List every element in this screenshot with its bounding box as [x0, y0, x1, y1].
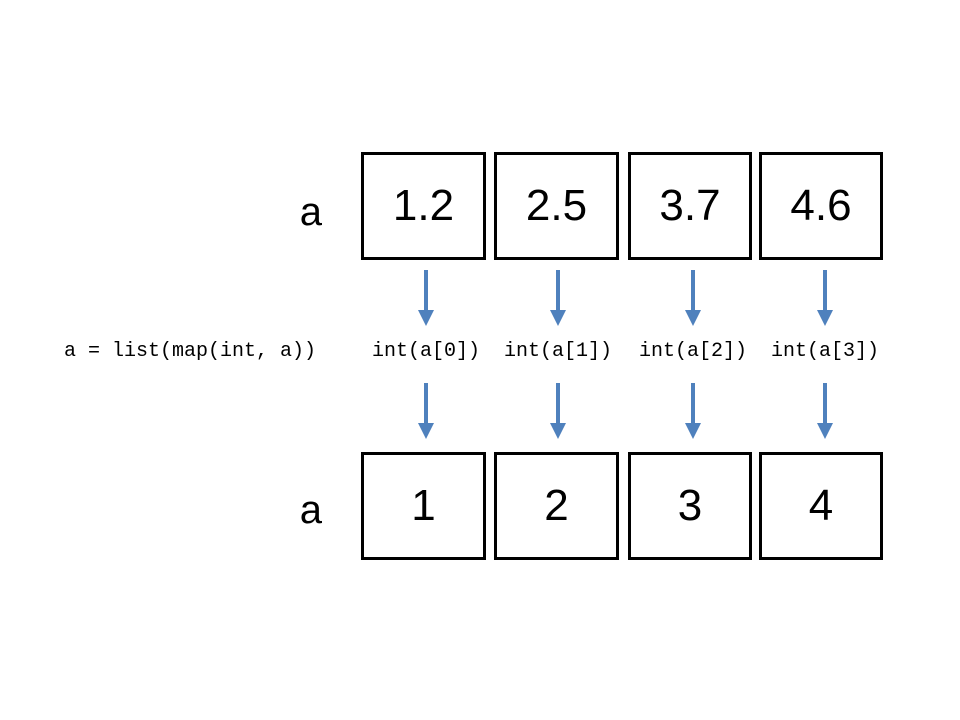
bottom-row-cell-1: 2 [494, 452, 619, 560]
arrow-lower-0 [418, 383, 434, 439]
top-row-label: a [299, 190, 322, 234]
bottom-row-cell-3: 4 [759, 452, 883, 560]
bottom-row-cell-0: 1 [361, 452, 486, 560]
conversion-label-2: int(a[2]) [638, 340, 748, 363]
conversion-label-0: int(a[0]) [371, 340, 481, 363]
bottom-row-cell-2: 3 [628, 452, 752, 560]
arrow-upper-3 [817, 270, 833, 326]
bottom-row-label: a [299, 488, 322, 532]
arrow-lower-1 [550, 383, 566, 439]
arrow-lower-2 [685, 383, 701, 439]
top-row-cell-2: 3.7 [628, 152, 752, 260]
conversion-label-1: int(a[1]) [503, 340, 613, 363]
code-statement: a = list(map(int, a)) [64, 340, 317, 363]
arrow-upper-2 [685, 270, 701, 326]
top-row-cell-0: 1.2 [361, 152, 486, 260]
arrow-upper-0 [418, 270, 434, 326]
arrow-lower-3 [817, 383, 833, 439]
conversion-label-3: int(a[3]) [770, 340, 880, 363]
top-row-cell-1: 2.5 [494, 152, 619, 260]
arrow-upper-1 [550, 270, 566, 326]
top-row-cell-3: 4.6 [759, 152, 883, 260]
